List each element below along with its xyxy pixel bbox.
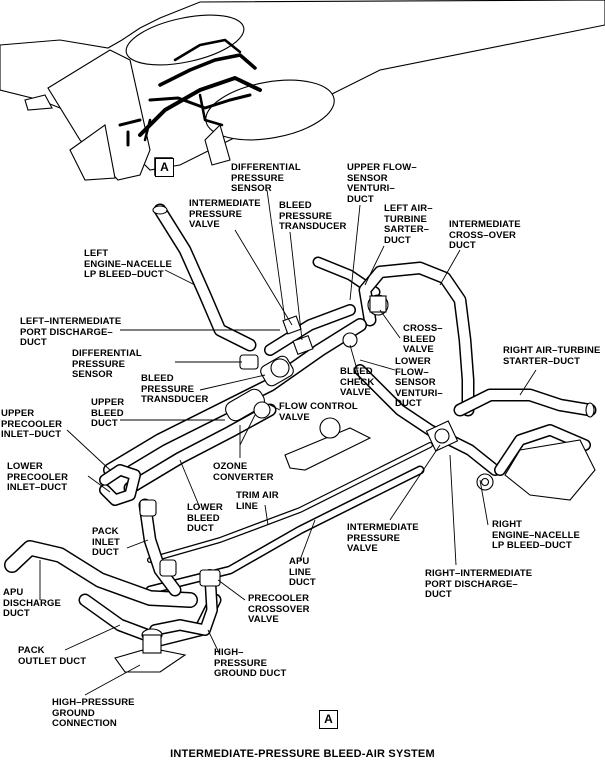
label-intermediate-cross-over-duct: INTERMEDIATE CROSS–OVER DUCT — [449, 219, 521, 251]
label-pack-outlet-duct: PACK OUTLET DUCT — [18, 645, 87, 667]
label-pack-inlet-duct: PACK INLET DUCT — [92, 526, 120, 558]
label-intermediate-pressure-valve-top: INTERMEDIATE PRESSURE VALVE — [189, 198, 261, 230]
label-right-air-turbine-starter-duct: RIGHT AIR–TURBINE STARTER–DUCT — [503, 345, 601, 367]
label-left-air-turbine-starter-duct: LEFT AIR– TURBINE SARTER– DUCT — [384, 203, 433, 246]
label-precooler-crossover-valve: PRECOOLER CROSSOVER VALVE — [248, 593, 310, 625]
label-upper-precooler-inlet-duct: UPPER PRECOOLER INLET–DUCT — [1, 408, 63, 440]
detail-ref-box-main: A — [319, 710, 338, 729]
duct-assembly — [4, 203, 597, 673]
label-apu-line-duct: APU LINE DUCT — [289, 556, 316, 588]
label-cross-bleed-valve: CROSS– BLEED VALVE — [403, 323, 443, 355]
label-right-intermediate-port-discharge-duct: RIGHT–INTERMEDIATE PORT DISCHARGE– DUCT — [425, 568, 533, 600]
label-upper-bleed-duct: UPPER BLEED DUCT — [91, 397, 125, 429]
figure-caption: INTERMEDIATE-PRESSURE BLEED-AIR SYSTEM — [170, 748, 435, 760]
detail-ref-box-inset: A — [155, 158, 174, 177]
label-high-pressure-ground-duct: HIGH– PRESSURE GROUND DUCT — [214, 647, 287, 679]
label-apu-discharge-duct: APU DISCHARGE DUCT — [3, 587, 61, 619]
leader-lines — [39, 189, 537, 696]
label-left-engine-nacelle-lp-bleed-duct: LEFT ENGINE–NACELLE LP BLEED–DUCT — [84, 248, 172, 280]
aircraft-inset — [0, 0, 605, 181]
label-high-pressure-ground-connection: HIGH–PRESSURE GROUND CONNECTION — [52, 697, 135, 729]
label-flow-control-valve: FLOW CONTROL VALVE — [279, 401, 358, 423]
label-bleed-check-valve: BLEED CHECK VALVE — [340, 366, 375, 398]
label-trim-air-line: TRIM AIR LINE — [236, 490, 279, 512]
label-lower-precooler-inlet-duct: LOWER PRECOOLER INLET–DUCT — [7, 461, 69, 493]
label-left-intermediate-port-discharge-duct: LEFT–INTERMEDIATE PORT DISCHARGE– DUCT — [20, 316, 122, 348]
label-differential-pressure-sensor-left: DIFFERENTIAL PRESSURE SENSOR — [72, 348, 142, 380]
label-bleed-pressure-transducer-left: BLEED PRESSURE TRANSDUCER — [141, 373, 209, 405]
label-right-engine-nacelle-lp-bleed-duct: RIGHT ENGINE–NACELLE LP BLEED–DUCT — [492, 519, 580, 551]
label-lower-flow-sensor-venturi-duct: LOWER FLOW– SENSOR VENTURI– DUCT — [395, 356, 443, 409]
label-bleed-pressure-transducer-top: BLEED PRESSURE TRANSDUCER — [279, 200, 347, 232]
label-intermediate-pressure-valve-bottom: INTERMEDIATE PRESSURE VALVE — [347, 522, 419, 554]
label-differential-pressure-sensor-top: DIFFERENTIAL PRESSURE SENSOR — [231, 162, 301, 194]
label-lower-bleed-duct: LOWER BLEED DUCT — [187, 502, 223, 534]
label-ozone-converter: OZONE CONVERTER — [213, 461, 274, 483]
label-upper-flow-sensor-venturi-duct: UPPER FLOW– SENSOR VENTURI– DUCT — [347, 162, 417, 205]
